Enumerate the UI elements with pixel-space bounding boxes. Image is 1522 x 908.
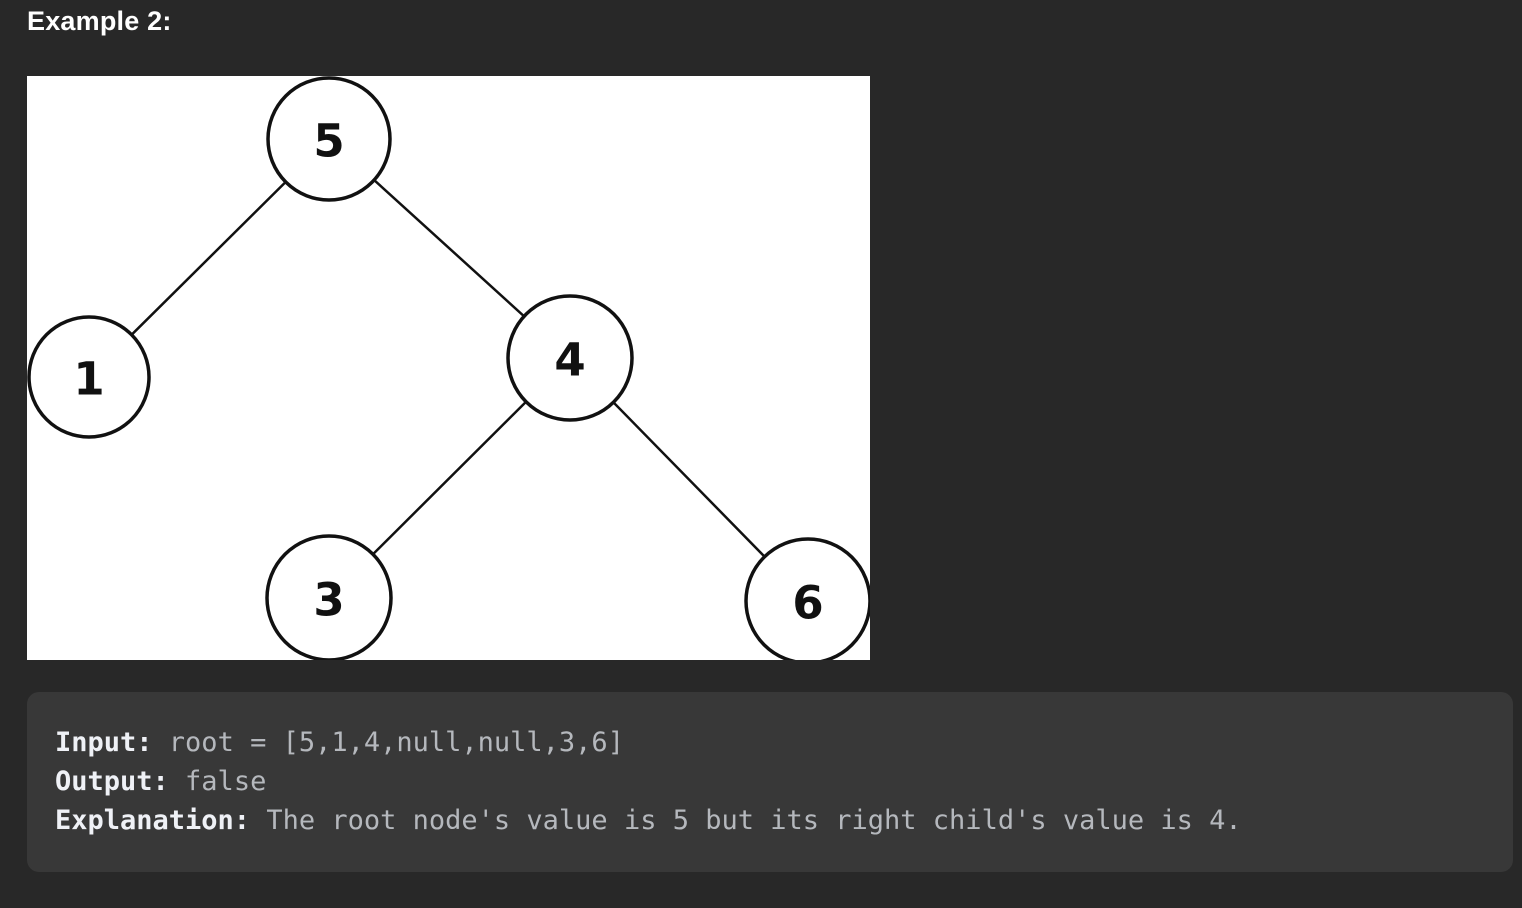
tree-node-6: 6 bbox=[744, 537, 870, 660]
io-line-input: Input: root = [5,1,4,null,null,3,6] bbox=[55, 723, 1483, 762]
tree-node-value: 1 bbox=[73, 352, 104, 405]
io-label-explanation: Explanation: bbox=[55, 805, 267, 836]
tree-node-value: 3 bbox=[313, 573, 344, 626]
io-line-explanation: Explanation: The root node's value is 5 … bbox=[55, 801, 1483, 840]
tree-node-4: 4 bbox=[506, 294, 634, 422]
tree-node-value: 4 bbox=[554, 333, 585, 386]
io-text-input: root = [5,1,4,null,null,3,6] bbox=[168, 727, 624, 758]
io-text-output: false bbox=[185, 766, 267, 797]
example-heading: Example 2: bbox=[27, 6, 172, 36]
io-line-output: Output: false bbox=[55, 762, 1483, 801]
example-io-block: Input: root = [5,1,4,null,null,3,6]Outpu… bbox=[27, 692, 1513, 872]
tree-node-value: 6 bbox=[792, 576, 823, 629]
tree-node-circle bbox=[506, 294, 634, 422]
binary-tree-svg: 5 1 4 3 6 bbox=[27, 76, 870, 660]
tree-node-circle bbox=[265, 534, 393, 660]
io-label-input: Input: bbox=[55, 727, 169, 758]
tree-node-1: 1 bbox=[27, 315, 151, 439]
io-label-output: Output: bbox=[55, 766, 186, 797]
tree-node-value: 5 bbox=[313, 114, 344, 167]
tree-node-circle bbox=[744, 537, 870, 660]
tree-diagram: 5 1 4 3 6 bbox=[27, 76, 870, 660]
tree-node-circle bbox=[27, 315, 151, 439]
tree-node-circle bbox=[266, 76, 392, 202]
io-lines: Input: root = [5,1,4,null,null,3,6]Outpu… bbox=[55, 723, 1483, 840]
io-text-explanation: The root node's value is 5 but its right… bbox=[266, 805, 1242, 836]
tree-node-5: 5 bbox=[266, 76, 392, 202]
tree-node-3: 3 bbox=[265, 534, 393, 660]
